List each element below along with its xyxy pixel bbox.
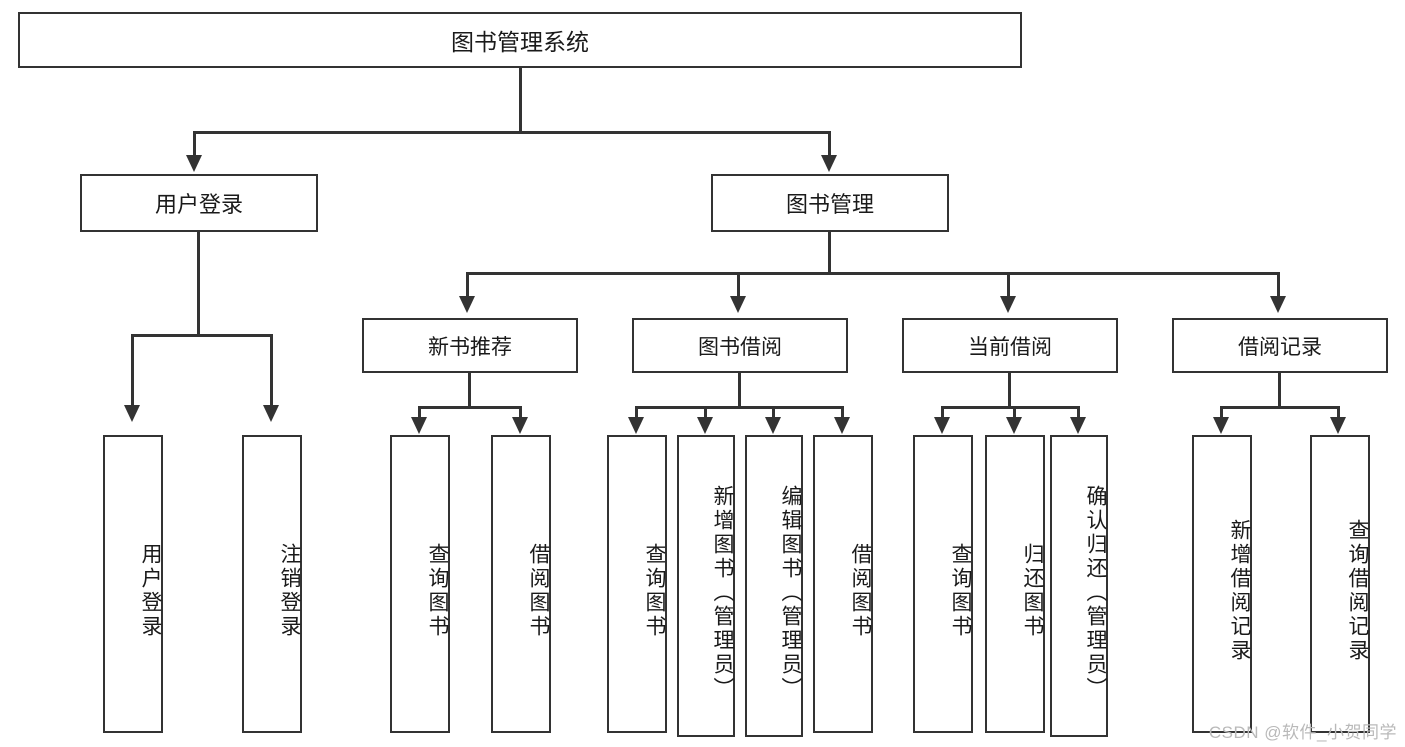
node-book-borrow[interactable]: 图书借阅 <box>632 318 848 373</box>
connector-recommend-stem <box>468 373 471 408</box>
arrow-root-to-login <box>186 155 202 172</box>
leaf-label: 归还图书 <box>1021 543 1044 639</box>
connector-borrow-drop-1 <box>635 406 638 420</box>
connector-bookmgmt-bus <box>466 272 1280 275</box>
leaf-label: 查询借阅记录 <box>1346 519 1369 663</box>
leaf-label: 编辑图书（管理员） <box>779 485 802 701</box>
leaf-confirm-return-admin[interactable]: 确认归还（管理员） <box>1050 435 1108 737</box>
node-label: 新书推荐 <box>428 335 512 359</box>
arrow-root-to-bookmgmt <box>821 155 837 172</box>
leaf-label: 新增借阅记录 <box>1228 519 1251 663</box>
node-label: 图书管理系统 <box>451 29 589 55</box>
arrow-recommend-leaf-2 <box>512 417 528 434</box>
leaf-logout[interactable]: 注销登录 <box>242 435 302 733</box>
leaf-query-book-recommend[interactable]: 查询图书 <box>390 435 450 733</box>
leaf-borrow-book-recommend[interactable]: 借阅图书 <box>491 435 551 733</box>
connector-current-drop-3 <box>1077 406 1080 420</box>
node-label: 借阅记录 <box>1238 335 1322 359</box>
leaf-return-book[interactable]: 归还图书 <box>985 435 1045 733</box>
node-label: 当前借阅 <box>968 335 1052 359</box>
leaf-label: 确认归还（管理员） <box>1084 485 1107 701</box>
arrow-current-leaf-2 <box>1006 417 1022 434</box>
arrow-login-leaf-1 <box>124 405 140 422</box>
leaf-label: 借阅图书 <box>527 543 550 639</box>
connector-current-bus <box>941 406 1080 409</box>
arrow-borrow-leaf-4 <box>834 417 850 434</box>
connector-bookmgmt-drop-1 <box>466 272 469 298</box>
connector-borrow-drop-3 <box>772 406 775 420</box>
connector-current-drop-2 <box>1013 406 1016 420</box>
connector-record-bus <box>1220 406 1340 409</box>
arrow-record-leaf-2 <box>1330 417 1346 434</box>
leaf-query-book-borrow[interactable]: 查询图书 <box>607 435 667 733</box>
connector-root-stem <box>519 68 522 133</box>
arrow-record-leaf-1 <box>1213 417 1229 434</box>
connector-borrow-drop-2 <box>704 406 707 420</box>
connector-root-to-login <box>193 131 196 158</box>
arrow-borrow-leaf-2 <box>697 417 713 434</box>
leaf-label: 查询图书 <box>949 543 972 639</box>
leaf-label: 新增图书（管理员） <box>711 485 734 701</box>
node-borrow-record[interactable]: 借阅记录 <box>1172 318 1388 373</box>
node-label: 图书借阅 <box>698 335 782 359</box>
connector-root-to-bookmgmt <box>828 131 831 158</box>
leaf-borrow-book[interactable]: 借阅图书 <box>813 435 873 733</box>
connector-recommend-drop-1 <box>418 406 421 420</box>
leaf-label: 注销登录 <box>278 543 301 639</box>
arrow-borrow-leaf-1 <box>628 417 644 434</box>
node-new-book-recommend[interactable]: 新书推荐 <box>362 318 578 373</box>
connector-login-bus <box>131 334 273 337</box>
connector-current-drop-1 <box>941 406 944 420</box>
arrow-bookmgmt-child-4 <box>1270 296 1286 313</box>
arrow-borrow-leaf-3 <box>765 417 781 434</box>
node-current-borrow[interactable]: 当前借阅 <box>902 318 1118 373</box>
leaf-label: 借阅图书 <box>849 543 872 639</box>
leaf-user-login[interactable]: 用户登录 <box>103 435 163 733</box>
node-user-login[interactable]: 用户登录 <box>80 174 318 232</box>
leaf-query-borrow-record[interactable]: 查询借阅记录 <box>1310 435 1370 733</box>
connector-bookmgmt-stem <box>828 232 831 274</box>
leaf-label: 查询图书 <box>426 543 449 639</box>
node-label: 图书管理 <box>785 192 874 217</box>
connector-login-right-drop <box>270 334 273 407</box>
connector-recommend-drop-2 <box>519 406 522 420</box>
leaf-add-borrow-record[interactable]: 新增借阅记录 <box>1192 435 1252 733</box>
connector-login-left-drop <box>131 334 134 407</box>
leaf-query-book-current[interactable]: 查询图书 <box>913 435 973 733</box>
arrow-current-leaf-1 <box>934 417 950 434</box>
arrow-bookmgmt-child-3 <box>1000 296 1016 313</box>
leaf-label: 用户登录 <box>139 543 162 639</box>
node-root-system[interactable]: 图书管理系统 <box>18 12 1022 68</box>
leaf-add-book-admin[interactable]: 新增图书（管理员） <box>677 435 735 737</box>
connector-bookmgmt-drop-4 <box>1277 272 1280 298</box>
connector-borrow-bus <box>635 406 844 409</box>
connector-record-drop-1 <box>1220 406 1223 420</box>
arrow-current-leaf-3 <box>1070 417 1086 434</box>
arrow-login-leaf-2 <box>263 405 279 422</box>
connector-borrow-drop-4 <box>841 406 844 420</box>
connector-borrow-stem <box>738 373 741 408</box>
leaf-edit-book-admin[interactable]: 编辑图书（管理员） <box>745 435 803 737</box>
arrow-recommend-leaf-1 <box>411 417 427 434</box>
connector-bookmgmt-drop-2 <box>737 272 740 298</box>
node-book-management[interactable]: 图书管理 <box>711 174 949 232</box>
node-label: 用户登录 <box>154 192 243 217</box>
connector-record-stem <box>1278 373 1281 408</box>
arrow-bookmgmt-child-2 <box>730 296 746 313</box>
arrow-bookmgmt-child-1 <box>459 296 475 313</box>
connector-login-stem <box>197 232 200 336</box>
connector-recommend-bus <box>418 406 522 409</box>
connector-root-bus <box>193 131 831 134</box>
connector-bookmgmt-drop-3 <box>1007 272 1010 298</box>
watermark: CSDN @软件_小贺同学 <box>1208 723 1397 742</box>
connector-current-stem <box>1008 373 1011 408</box>
leaf-label: 查询图书 <box>643 543 666 639</box>
connector-record-drop-2 <box>1337 406 1340 420</box>
